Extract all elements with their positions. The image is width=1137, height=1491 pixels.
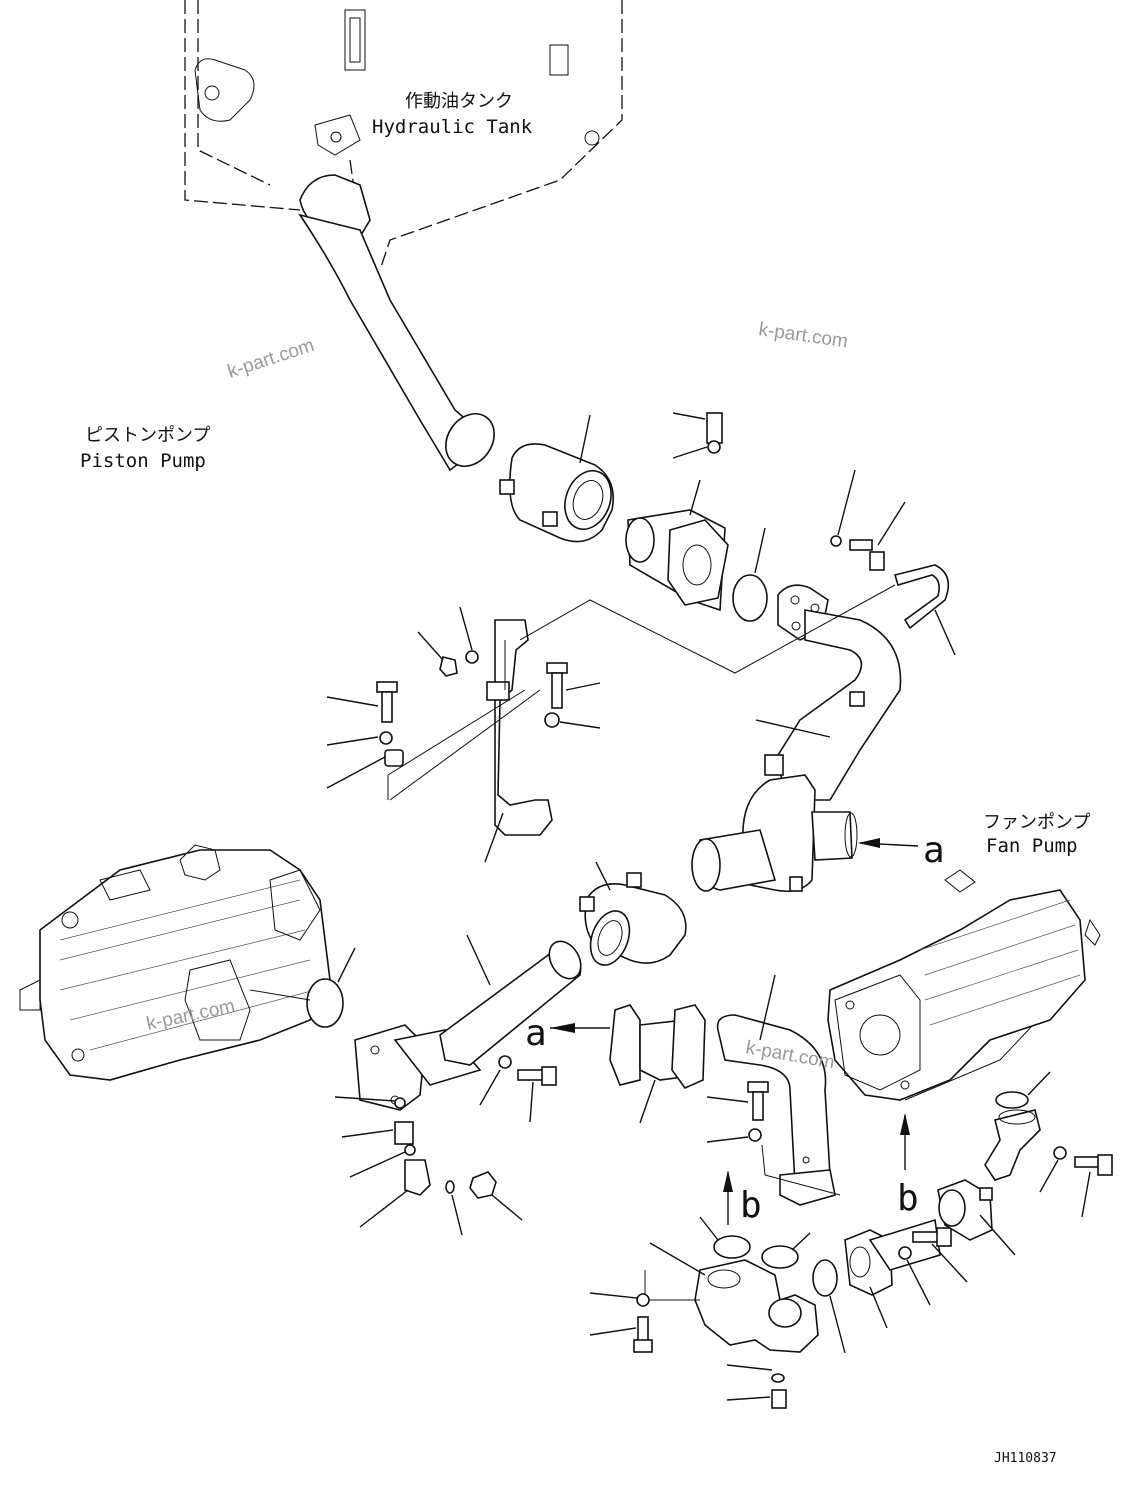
watermark-1: k-part.com — [225, 335, 317, 383]
flange-tube — [625, 479, 729, 612]
bent-hose — [716, 974, 836, 1206]
o-ring-3 — [812, 1259, 838, 1297]
watermark-2: k-part.com — [757, 319, 849, 352]
view-a-label-right: a — [923, 830, 945, 871]
fan-pump-label-en: Fan Pump — [986, 835, 1078, 857]
view-b-label-left: b — [740, 1185, 762, 1226]
fan-pump-label-jp: ファンポンプ — [983, 812, 1090, 833]
piston-pump — [19, 844, 331, 1081]
bracket — [326, 606, 601, 863]
pump-inlet-elbow — [691, 754, 919, 893]
gasket-2 — [761, 1245, 799, 1269]
bolt-lower-pipe — [479, 1055, 557, 1123]
fittings-left — [334, 1096, 523, 1236]
piston-pump-label-en: Piston Pump — [80, 450, 206, 472]
hydraulic-tank — [184, 0, 623, 472]
bolt-hose — [706, 1081, 841, 1196]
leader-bracket — [389, 689, 541, 801]
pump-flange — [844, 1218, 941, 1329]
hose-coupling — [609, 1004, 706, 1124]
piston-pump-label-jp: ピストンポンプ — [85, 425, 210, 446]
view-b-label-right: b — [897, 1178, 919, 1219]
fan-coupling — [937, 1179, 1016, 1256]
washer-flange — [898, 1246, 912, 1260]
lower-pipe — [354, 934, 582, 1111]
u-bolt — [893, 564, 956, 656]
drawing-number: JH110837 — [994, 1451, 1057, 1466]
leader-ubolt — [519, 584, 896, 674]
lower-coupling — [579, 861, 687, 966]
o-ring-1 — [732, 574, 768, 622]
gasket-1 — [713, 1235, 751, 1259]
tank-label-jp: 作動油タンク — [405, 91, 513, 112]
o-ring-2 — [306, 978, 344, 1028]
fan-pump — [827, 869, 1101, 1101]
suction-housing — [644, 1242, 819, 1353]
bolt-elbow — [672, 412, 723, 459]
bolt-upper — [830, 469, 906, 571]
fan-elbow — [984, 1071, 1113, 1218]
upper-coupling — [499, 414, 614, 543]
view-a-label-left: a — [525, 1013, 547, 1054]
bolts-housing — [589, 1292, 787, 1409]
tank-label-en: Hydraulic Tank — [372, 116, 533, 138]
